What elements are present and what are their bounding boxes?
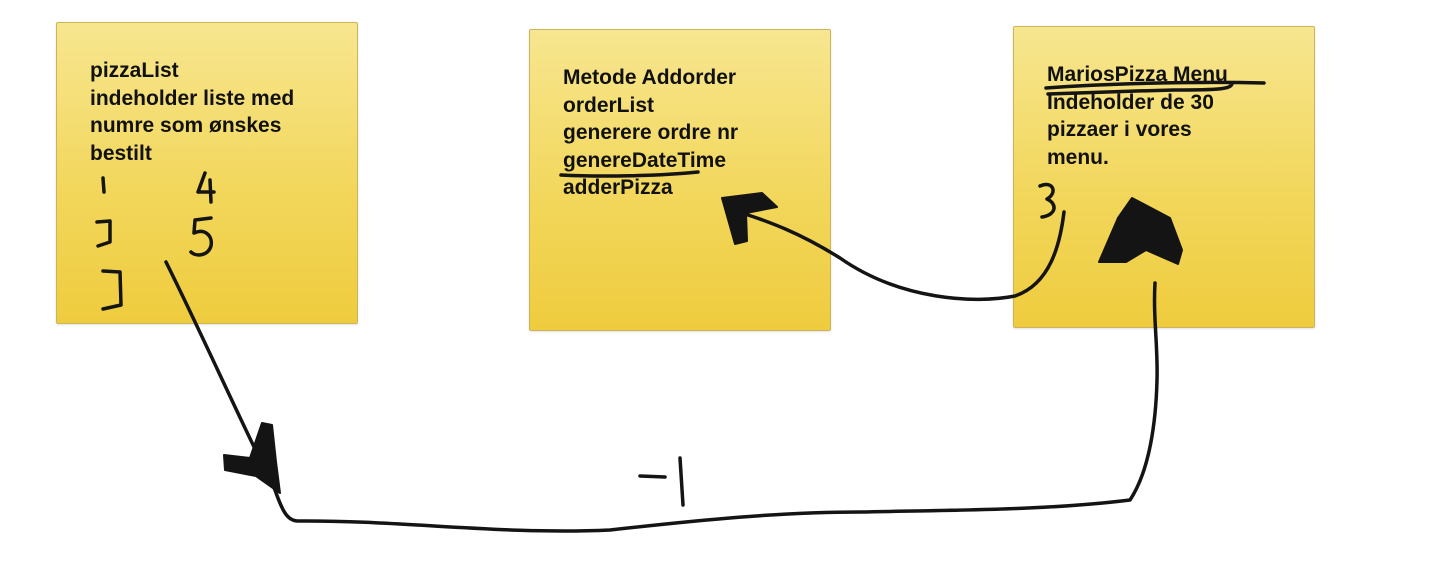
note-line: MariosPizza Menu	[1047, 63, 1228, 86]
note-line: menu.	[1047, 145, 1109, 169]
note-text: Metode Addorder orderList generere ordre…	[563, 64, 738, 202]
sticky-note-pizza-list[interactable]: pizzaList indeholder liste med numre som…	[56, 22, 358, 324]
note-line: generere ordre nr	[563, 121, 739, 144]
note-line: indeholder liste med	[90, 86, 295, 110]
note-line: pizzaList	[90, 59, 179, 82]
arrowhead-down	[223, 422, 281, 494]
note-line: orderList	[563, 93, 655, 117]
note-line: numre som ønskes	[90, 114, 282, 137]
note-line: pizzaer i vores	[1047, 118, 1192, 141]
note-text: pizzaList indeholder liste med numre som…	[90, 57, 294, 167]
note-line: genereDateTime	[563, 148, 727, 172]
note-line: Metode Addorder	[563, 66, 737, 89]
sticky-note-menu[interactable]: MariosPizza Menu Indeholder de 30 pizzae…	[1013, 26, 1315, 328]
note-line: adderPizza	[563, 176, 673, 199]
handwritten-mark	[638, 456, 685, 507]
note-line: Indeholder de 30	[1047, 90, 1214, 114]
note-text: MariosPizza Menu Indeholder de 30 pizzae…	[1047, 61, 1228, 171]
note-line: bestilt	[90, 141, 152, 165]
sticky-note-add-order[interactable]: Metode Addorder orderList generere ordre…	[529, 29, 831, 331]
